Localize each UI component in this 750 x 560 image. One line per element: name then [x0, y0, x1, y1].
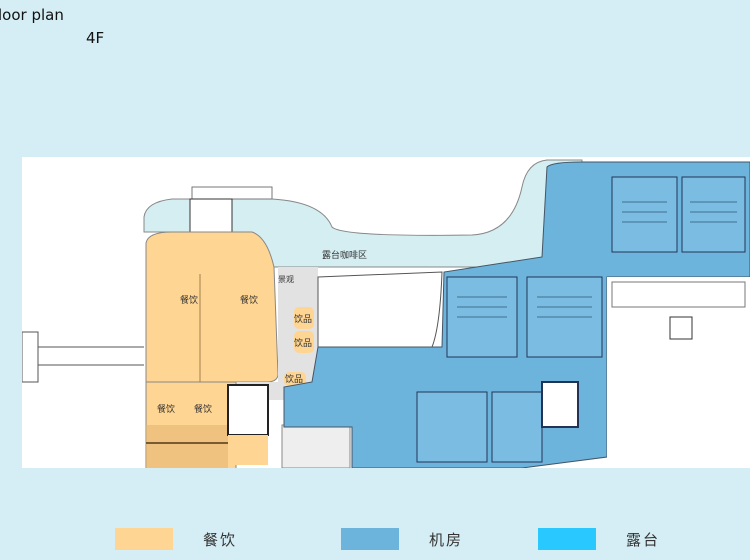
terrace-cafe-label: 露台咖啡区: [322, 249, 367, 261]
legend-swatch: [538, 528, 596, 550]
floor-plan: 露台咖啡区 景观 餐饮 餐饮 餐饮 餐饮 饮品 饮品 饮品: [21, 157, 750, 471]
drinks-kiosk: [284, 372, 306, 386]
floor-plan-drawing: 露台咖啡区 景观 餐饮 餐饮 餐饮 餐饮 饮品 饮品 饮品: [21, 159, 750, 471]
drinks-kiosk: [294, 331, 314, 353]
legend-label: 机房: [429, 530, 464, 549]
dining-label: 餐饮: [194, 403, 212, 415]
drinks-label: 饮品: [285, 373, 303, 385]
drinks-label: 饮品: [294, 337, 312, 349]
legend-label: 露台: [626, 530, 661, 549]
stairs: [191, 186, 273, 200]
atrium: [317, 271, 443, 348]
dining-label: 餐饮: [240, 294, 258, 306]
drinks-label: 饮品: [294, 313, 312, 325]
page-title: loor plan: [0, 6, 64, 24]
legend-dining: 餐饮: [115, 528, 237, 550]
dining-label: 餐饮: [157, 403, 175, 415]
dining-label: 餐饮: [180, 294, 198, 306]
floor-label: 4F: [86, 29, 105, 47]
dining-area-top: [145, 231, 279, 383]
legend-machine-room: 机房: [341, 528, 463, 550]
landscape-label: 景观: [278, 275, 294, 284]
bridge: [21, 331, 144, 383]
legend-swatch: [341, 528, 399, 550]
legend-swatch: [115, 528, 173, 550]
drinks-kiosk: [294, 307, 314, 329]
legend-label: 餐饮: [203, 530, 238, 549]
legend-terrace: 露台: [538, 528, 660, 550]
